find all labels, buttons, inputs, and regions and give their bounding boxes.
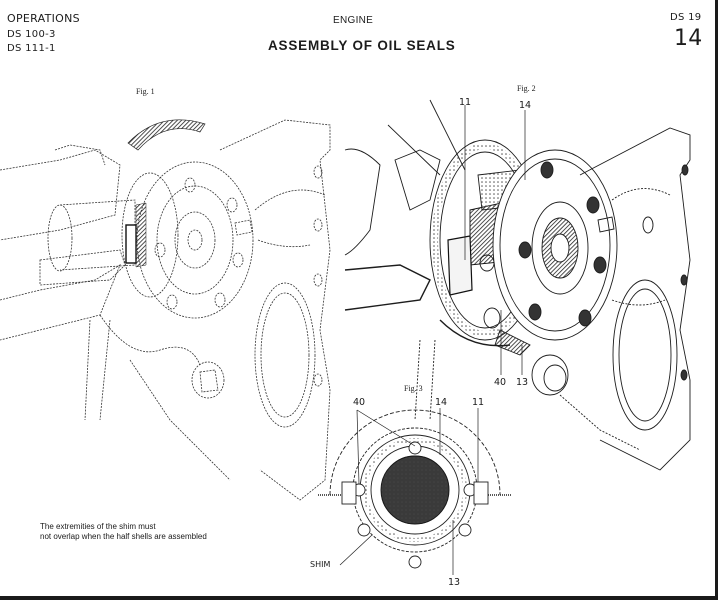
figure-1-drawing <box>0 119 331 501</box>
assembly-note: The extremities of the shim must not ove… <box>40 522 207 542</box>
figure-2-caption: Fig. 2 <box>517 84 536 93</box>
callout-label: SHIM <box>310 560 331 569</box>
note-line: not overlap when the half shells are ass… <box>40 532 207 541</box>
section-heading: ENGINE <box>333 15 374 26</box>
figure-2-drawing <box>344 99 691 471</box>
callout-label: 13 <box>448 577 461 588</box>
callout-label: 11 <box>472 397 485 408</box>
figure-1-caption: Fig. 1 <box>136 87 155 96</box>
figure-3-caption: Fig. 3 <box>404 384 423 393</box>
page-title: ASSEMBLY OF OIL SEALS <box>268 38 456 53</box>
callout-label: 13 <box>516 377 529 388</box>
callout-label: 11 <box>459 97 472 108</box>
callout-label: 40 <box>353 397 366 408</box>
note-line: The extremities of the shim must <box>40 522 156 531</box>
callout-label: 14 <box>435 397 448 408</box>
callout-label: 14 <box>519 100 532 111</box>
page-number: 14 <box>674 26 703 51</box>
figure-3-drawing <box>318 408 512 575</box>
section-label: OPERATIONS <box>7 12 80 25</box>
figure-1-shim-band <box>125 119 206 268</box>
model-label: DS 19 <box>670 12 702 23</box>
reference-code: DS 100-3 <box>7 29 56 40</box>
reference-code: DS 111-1 <box>7 43 56 54</box>
callout-label: 40 <box>494 377 507 388</box>
